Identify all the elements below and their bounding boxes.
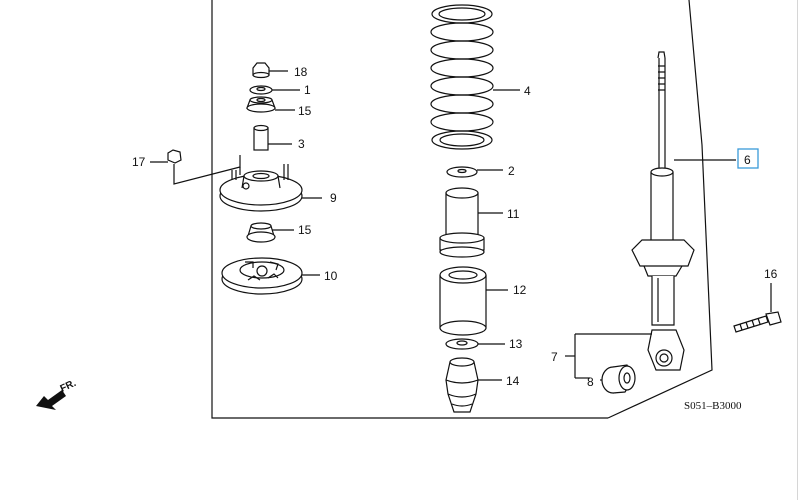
cover-part-12: [439, 266, 508, 336]
bump-stop-part-14: [445, 357, 502, 413]
assembly-outline: [211, 0, 608, 419]
direction-label: FR.: [59, 378, 78, 395]
bushing-part-15-lower: [246, 222, 294, 243]
part-label-13: 13: [509, 337, 523, 351]
part-label-15-lower: 15: [298, 223, 312, 237]
part-label-10: 10: [324, 269, 338, 283]
nut-part-18: [252, 62, 288, 79]
part-label-3: 3: [298, 137, 305, 151]
part-label-15-upper: 15: [298, 104, 312, 118]
leader-bracket-part-7: [565, 333, 652, 379]
washer-part-1: [249, 85, 300, 95]
upper-mount-part-9: [219, 164, 322, 212]
part-label-7: 7: [551, 350, 558, 364]
diagram-code: S051–B3000: [684, 400, 742, 412]
part-label-18: 18: [294, 65, 308, 79]
part-label-6: 6: [744, 153, 751, 167]
bolt-part-16: [733, 283, 782, 333]
washer-part-13: [445, 338, 505, 350]
part-label-1: 1: [304, 83, 311, 97]
collar-part-3: [253, 124, 292, 151]
part-label-17: 17: [132, 155, 146, 169]
part-label-9: 9: [330, 191, 337, 205]
spring-seat-part-10: [221, 257, 320, 295]
part-label-4: 4: [524, 84, 531, 98]
bushing-part-15-upper: [246, 96, 295, 113]
flange-nut-part-17: [150, 149, 241, 185]
dust-boot-part-11: [439, 187, 503, 258]
washer-part-2: [446, 166, 503, 178]
front-direction-arrow-icon: [36, 390, 66, 410]
part-label-12: 12: [513, 283, 527, 297]
coil-spring-part-4: [430, 4, 520, 150]
highlight-box-6: [737, 148, 759, 169]
bushing-part-8: [600, 364, 636, 394]
part-label-14: 14: [506, 374, 520, 388]
part-label-16: 16: [764, 267, 778, 281]
assembly-outline-right: [607, 0, 713, 419]
part-label-2: 2: [508, 164, 515, 178]
part-label-8: 8: [587, 375, 594, 389]
part-label-11: 11: [507, 207, 520, 221]
shock-absorber-part-6: [631, 51, 736, 371]
